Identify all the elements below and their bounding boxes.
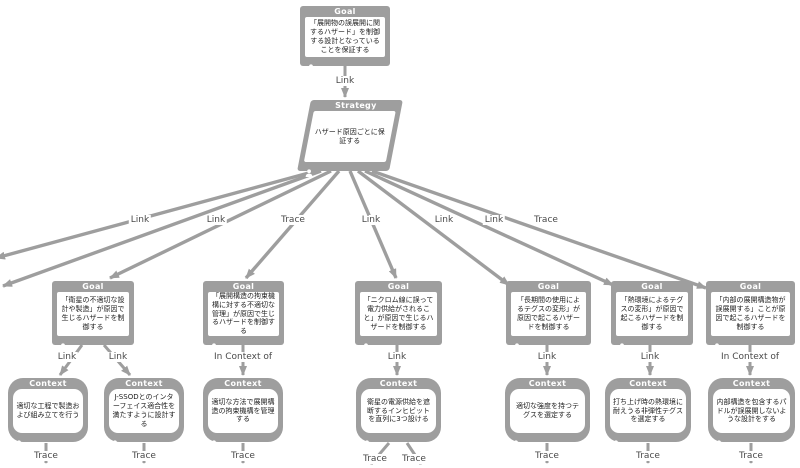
person-icon: [612, 433, 620, 448]
person-icon: [618, 336, 626, 351]
context-node-6[interactable]: Context 打ち上げ時の熱環境に耐えうる非弾性テグスを選定する: [605, 378, 691, 448]
node-text: 「熱環境によるテグスの変形」が原因で起こるハザードを制御する: [616, 292, 688, 336]
connector-arrow: [356, 169, 511, 287]
person-icon: [363, 433, 371, 448]
person-icon: [210, 336, 218, 351]
connector-arrow: [371, 169, 707, 290]
node-kind-label: Context: [125, 379, 163, 388]
node-kind-label: Context: [528, 379, 567, 388]
connector-arrow: [102, 344, 132, 376]
person-icon: [210, 433, 218, 448]
node-text: J-SSODとのインターフェイス適合性を満たすように設計する: [109, 389, 179, 433]
person-icon: [362, 336, 370, 351]
connector-arrow: [348, 170, 398, 279]
node-text: 衛星の電源供給を遮断するインヒビットを直列に3つ設ける: [361, 389, 436, 433]
context-node-7[interactable]: Context 内部構造を包含するパドルが誤展開しないような設計をする: [708, 378, 795, 448]
connector-arrow: [364, 169, 614, 287]
node-kind-label: Goal: [232, 282, 255, 291]
node-kind-label: Context: [629, 379, 667, 388]
node-text: 適切な強度を持つテグスを選定する: [510, 389, 585, 433]
node-kind-label: Goal: [334, 7, 356, 16]
context-node-5[interactable]: Context 適切な強度を持つテグスを選定する: [505, 378, 590, 448]
goal-node-4[interactable]: Goal 「長期間の使用によるテグスの変形」が原因で起こるハザードを制御する: [506, 281, 591, 351]
connector-arrow: [2, 169, 322, 288]
node-text: 「展開構造の拘束機構に対する不適切な管理」が原因で生じるハザードを制御する: [208, 292, 279, 336]
person-icon: [111, 433, 119, 448]
person-icon: [713, 336, 721, 351]
goal-node-top[interactable]: Goal 「展開物の誤展開に関するハザード」を制御する設計となっていることを保証…: [300, 6, 390, 72]
person-icon: [59, 336, 67, 351]
node-kind-label: Goal: [82, 282, 104, 291]
node-text: 「衛星の不適切な設計や製造」が原因で生じるハザードを制御する: [57, 292, 129, 336]
connector-arrow: [369, 442, 391, 465]
node-kind-label: Goal: [739, 282, 762, 291]
node-text: 「内部の展開構造物が誤展開する」ことが原因で起こるハザードを制御する: [711, 292, 790, 336]
connector-arrow: [0, 169, 317, 260]
goal-node-2[interactable]: Goal 「展開構造の拘束機構に対する不適切な管理」が原因で生じるハザードを制御…: [203, 281, 284, 351]
node-text: 適切な方法で展開構造の拘束機構を管理する: [208, 389, 278, 433]
node-text: 打ち上げ時の熱環境に耐えうる非弾性テグスを選定する: [610, 389, 686, 433]
connector-arrow: [405, 442, 423, 465]
connector-arrow: [109, 169, 332, 280]
node-kind-label: Context: [29, 379, 67, 388]
person-icon: [15, 433, 23, 448]
node-text: 適切な工程で製造および組み立てを行う: [13, 389, 83, 433]
node-kind-label: Context: [732, 379, 771, 388]
context-node-2[interactable]: Context J-SSODとのインターフェイス適合性を満たすように設計する: [104, 378, 184, 448]
node-kind-label: Context: [224, 379, 262, 388]
context-node-3[interactable]: Context 適切な方法で展開構造の拘束機構を管理する: [203, 378, 283, 448]
node-text: 「長期間の使用によるテグスの変形」が原因で起こるハザードを制御する: [511, 292, 586, 336]
person-icon: [513, 336, 521, 351]
goal-node-3[interactable]: Goal 「ニクロム線に誤って電力供給がされること」が原因で生じるハザードを制御…: [355, 281, 442, 351]
person-icon: [307, 57, 315, 72]
node-text: ハザード原因ごとに保証する: [303, 111, 396, 162]
strategy-node[interactable]: Strategy ハザード原因ごとに保証する: [297, 100, 403, 177]
node-kind-label: Context: [379, 379, 418, 388]
node-text: 「展開物の誤展開に関するハザード」を制御する設計となっていることを保証する: [305, 17, 385, 57]
person-icon: [305, 162, 313, 177]
node-kind-label: Goal: [641, 282, 663, 291]
goal-node-6[interactable]: Goal 「内部の展開構造物が誤展開する」ことが原因で起こるハザードを制御する: [706, 281, 795, 351]
person-icon: [715, 433, 723, 448]
context-node-1[interactable]: Context 適切な工程で製造および組み立てを行う: [8, 378, 88, 448]
node-kind-label: Goal: [387, 282, 410, 291]
node-kind-label: Goal: [537, 282, 560, 291]
person-icon: [512, 433, 520, 448]
node-kind-label: Strategy: [335, 101, 377, 110]
goal-node-5[interactable]: Goal 「熱環境によるテグスの変形」が原因で起こるハザードを制御する: [611, 281, 693, 351]
node-text: 「ニクロム線に誤って電力供給がされること」が原因で生じるハザードを制御する: [360, 292, 437, 336]
node-text: 内部構造を包含するパドルが誤展開しないような設計をする: [713, 389, 790, 433]
goal-node-1[interactable]: Goal 「衛星の不適切な設計や製造」が原因で生じるハザードを制御する: [52, 281, 134, 351]
context-node-4[interactable]: Context 衛星の電源供給を遮断するインヒビットを直列に3つ設ける: [356, 378, 441, 448]
